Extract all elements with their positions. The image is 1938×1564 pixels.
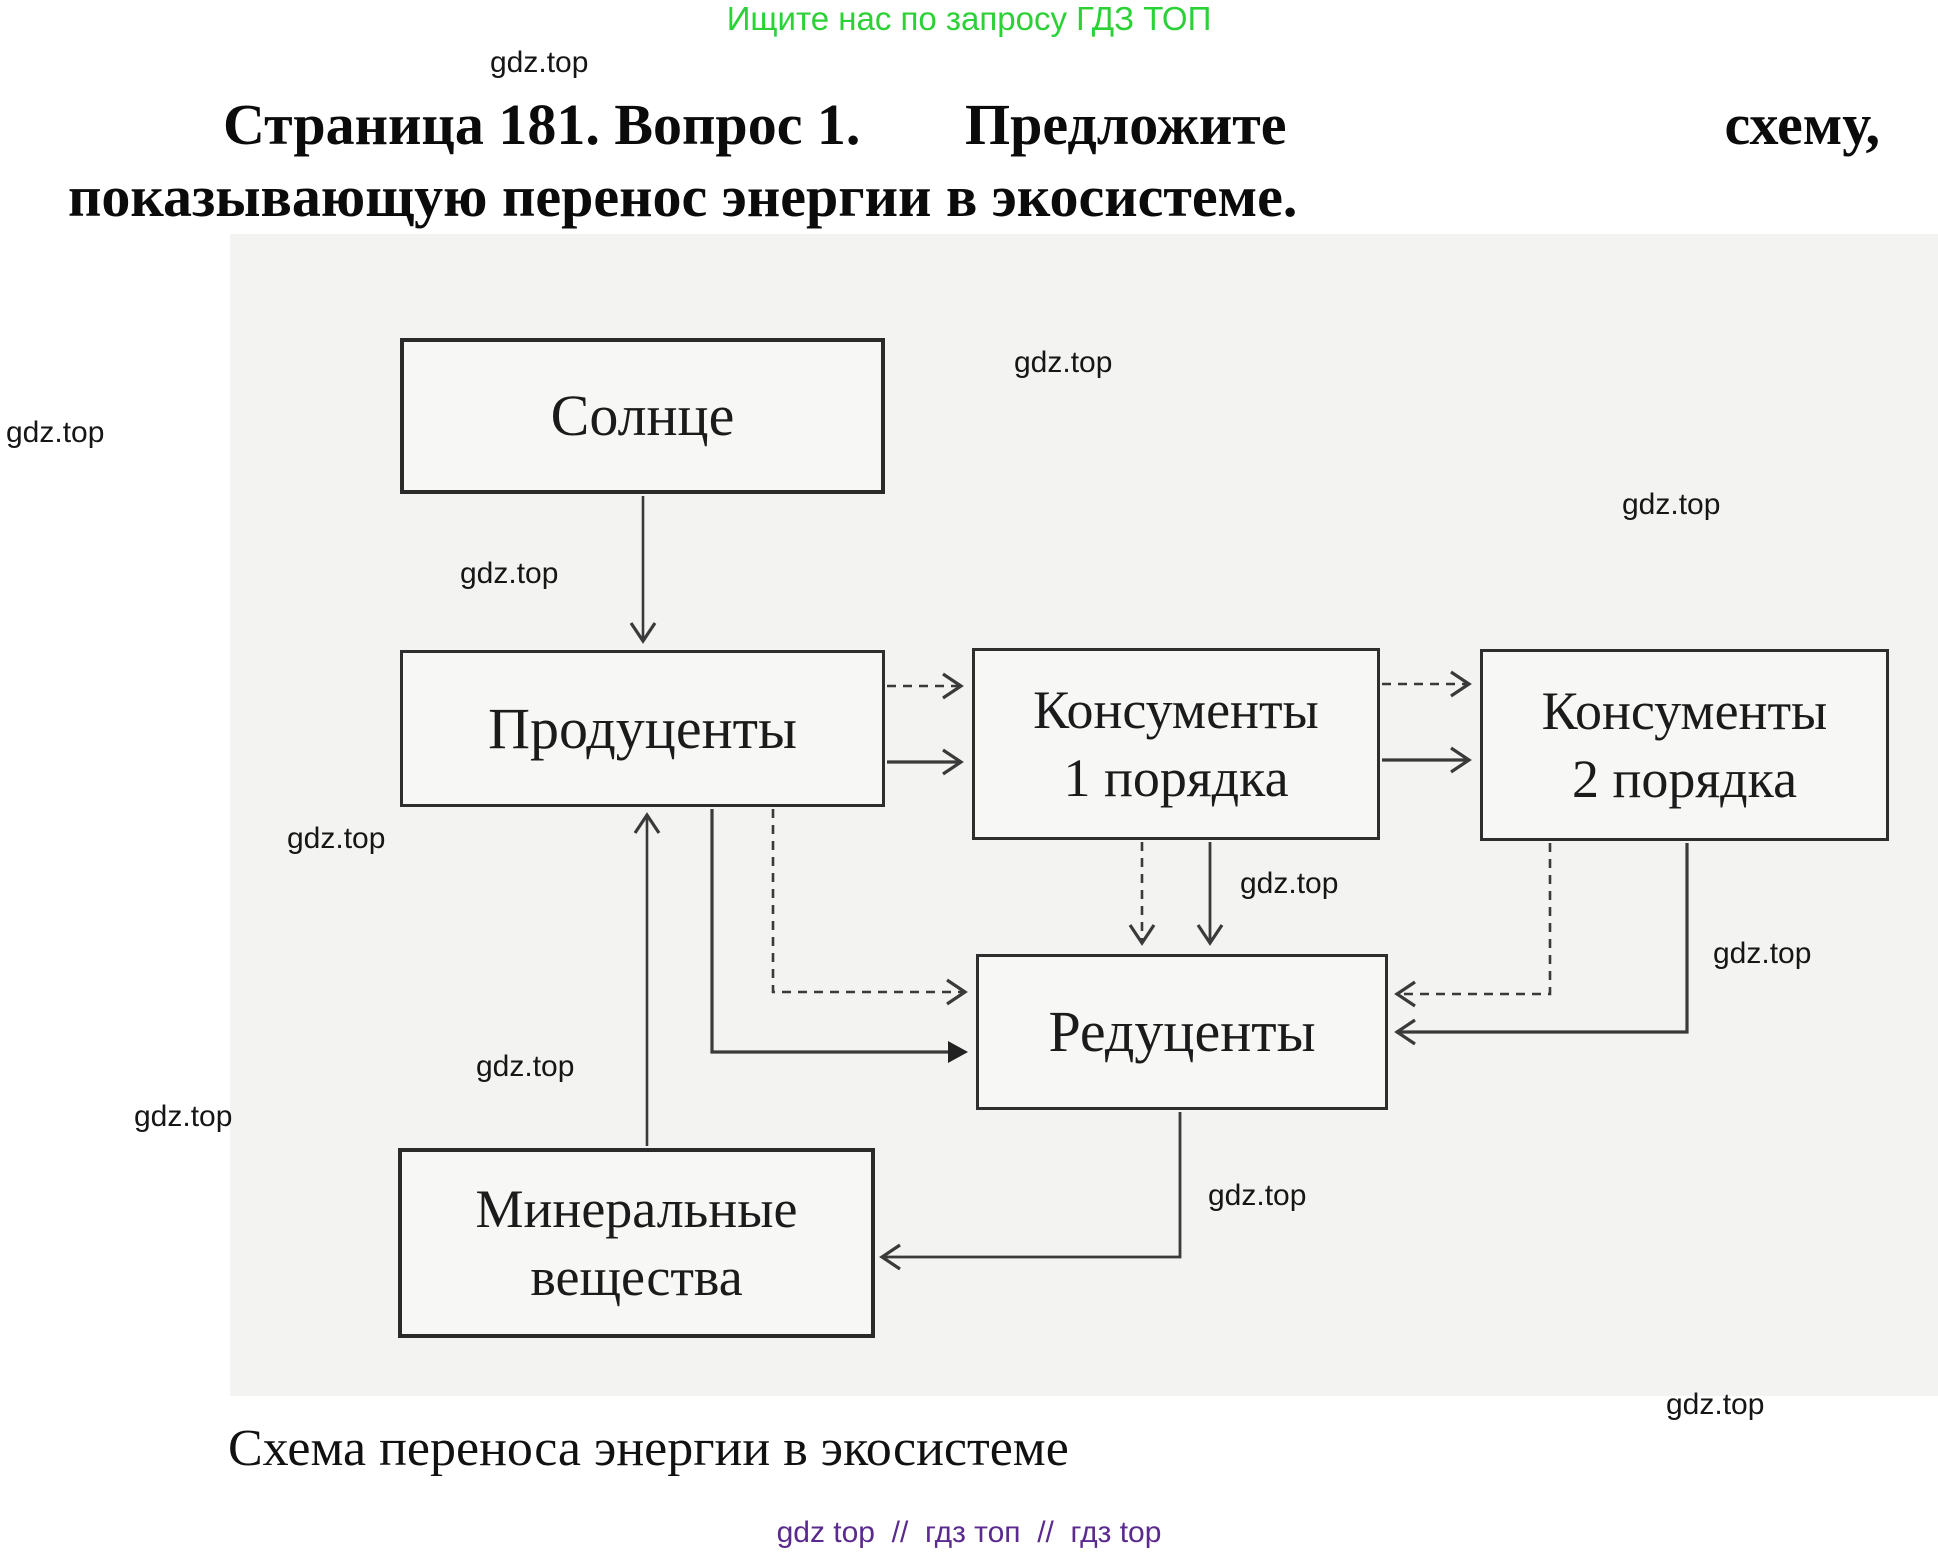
node-consumers1-line2: 1 порядка bbox=[1063, 748, 1289, 808]
diagram-node-consumers2: Консументы 2 порядка bbox=[1480, 649, 1889, 841]
watermark: gdz.top bbox=[1713, 937, 1812, 970]
watermark: gdz.top bbox=[460, 557, 559, 590]
arrow-producers-to-reducers-solid bbox=[710, 809, 968, 1063]
title-word-shemu: схему, bbox=[1724, 92, 1880, 157]
title-word-predlozhite: Предложите bbox=[965, 92, 1287, 157]
watermark: gdz.top bbox=[287, 822, 386, 855]
diagram-caption: Схема переноса энергии в экосистеме bbox=[228, 1420, 1069, 1477]
watermark: gdz.top bbox=[1240, 867, 1339, 900]
diagram-node-producers: Продуценты bbox=[400, 650, 885, 807]
node-sun-label: Солнце bbox=[550, 383, 735, 448]
node-consumers2-line1: Консументы bbox=[1541, 681, 1828, 741]
title-page-ref: Страница 181. Вопрос 1. bbox=[223, 92, 861, 157]
node-minerals-line2: вещества bbox=[530, 1247, 743, 1307]
diagram-node-minerals: Минеральные вещества bbox=[398, 1148, 875, 1338]
arrow-consumers2-to-reducers-solid bbox=[1394, 843, 1689, 1046]
node-minerals-line1: Минеральные bbox=[475, 1179, 798, 1239]
node-consumers2-line2: 2 порядка bbox=[1571, 749, 1798, 809]
watermark: gdz.top bbox=[6, 416, 105, 449]
arrow-consumers2-to-reducers-dashed bbox=[1394, 843, 1552, 1008]
watermark: gdz.top bbox=[1666, 1388, 1765, 1421]
diagram-panel: Солнце Продуценты Консументы 1 порядка К… bbox=[230, 234, 1938, 1396]
watermark: gdz.top bbox=[1622, 488, 1721, 521]
promo-banner: Ищите нас по запросу ГДЗ ТОП bbox=[726, 0, 1212, 37]
watermark: gdz.top bbox=[1014, 346, 1113, 379]
arrow-producers-to-reducers-dashed bbox=[771, 809, 968, 1006]
diagram-arrows bbox=[629, 496, 1689, 1271]
watermark: gdz.top bbox=[1208, 1179, 1307, 1212]
footer-watermark: gdz top // гдз топ // гдз top bbox=[776, 1516, 1162, 1549]
arrow-reducers-to-minerals-solid bbox=[879, 1112, 1182, 1271]
diagram-node-reducers: Редуценты bbox=[976, 954, 1388, 1110]
watermark: gdz.top bbox=[490, 46, 589, 79]
diagram-node-consumers1: Консументы 1 порядка bbox=[972, 648, 1380, 840]
title-line2: показывающую перенос энергии в экосистем… bbox=[68, 164, 1298, 229]
node-consumers1-line1: Консументы bbox=[1033, 680, 1319, 740]
watermark: gdz.top bbox=[476, 1050, 575, 1083]
node-producers-label: Продуценты bbox=[488, 695, 797, 761]
node-reducers-label: Редуценты bbox=[1048, 999, 1316, 1064]
watermark: gdz.top bbox=[134, 1100, 233, 1133]
diagram-node-sun: Солнце bbox=[400, 338, 885, 494]
